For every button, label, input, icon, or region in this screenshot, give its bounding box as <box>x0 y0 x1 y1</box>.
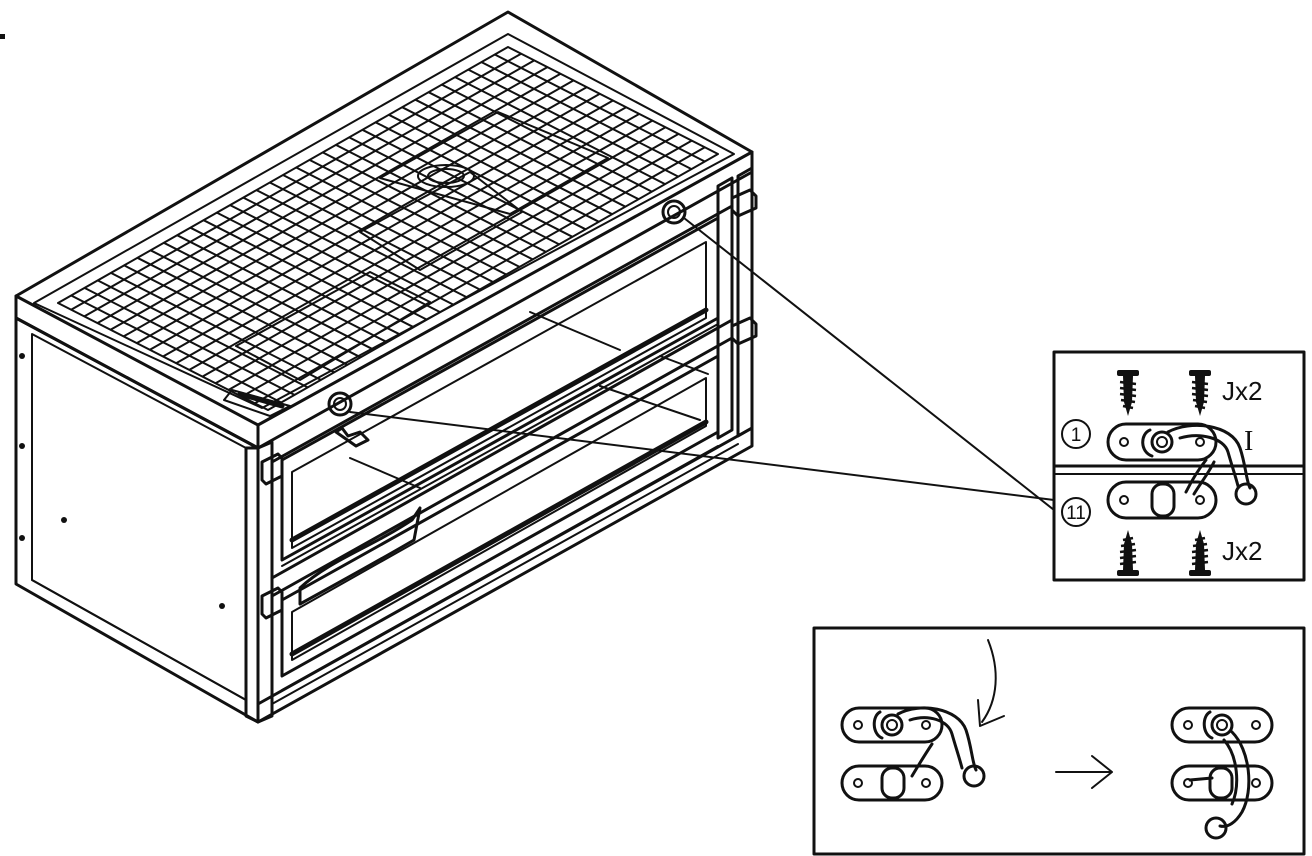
screw-quantity-top: Jx2 <box>1222 376 1262 406</box>
terrarium-cabinet <box>14 10 758 724</box>
step-number-upper: 1 <box>1071 425 1082 446</box>
upper-glass-door <box>280 216 720 567</box>
hinges <box>260 188 758 620</box>
mesh-border <box>57 46 719 411</box>
latch-detail-callout: 1 11 Jx2 I Jx2 <box>1052 350 1306 582</box>
hasp-latch-icon <box>1106 422 1258 506</box>
part-label: I <box>1244 426 1253 457</box>
left-side-panel <box>14 316 260 724</box>
arrow-right-icon <box>1055 755 1113 789</box>
hasp-staple-plate <box>1106 480 1218 520</box>
step-number-lower: 11 <box>1066 503 1086 524</box>
hasp-latch-closed-icon <box>1170 706 1274 840</box>
step-marker-lower <box>1061 497 1091 527</box>
corner-mark <box>0 34 5 39</box>
bottom-rail-inner <box>271 443 739 705</box>
screw-icon <box>1189 530 1211 576</box>
screw-icon <box>1115 368 1141 418</box>
heat-mat-outline <box>223 111 609 417</box>
step-marker-upper <box>1061 419 1091 449</box>
screw-icon <box>1117 530 1139 576</box>
front-header-rail <box>270 204 734 464</box>
lower-glass-door <box>280 354 720 691</box>
top-frame-inner <box>33 33 735 409</box>
interior-lines <box>298 311 709 606</box>
latch-closing-callout <box>812 626 1306 856</box>
screw-quantity-bottom: Jx2 <box>1222 536 1262 566</box>
latch-location-markers <box>327 199 687 417</box>
screw-icon <box>1187 368 1213 418</box>
callout-leader-lines <box>349 217 1055 511</box>
hasp-latch-icon <box>840 706 986 802</box>
front-posts <box>244 166 754 724</box>
curved-arrow-icon <box>977 639 1005 727</box>
